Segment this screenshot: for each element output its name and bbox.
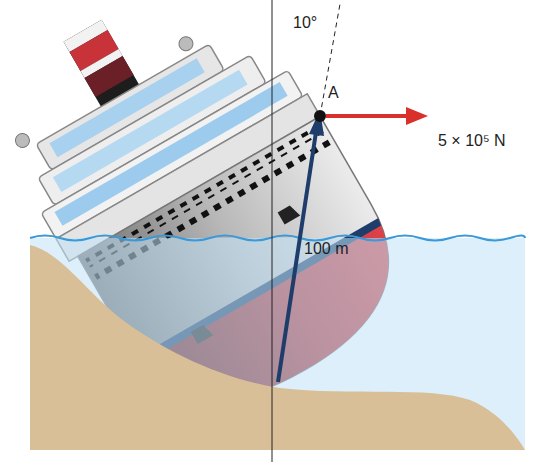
angle-label: 10° [293, 14, 317, 32]
force-label: 5 × 10⁵ N [438, 132, 506, 150]
dimension-label: 100 m [304, 240, 348, 258]
point-label: A [328, 84, 339, 102]
